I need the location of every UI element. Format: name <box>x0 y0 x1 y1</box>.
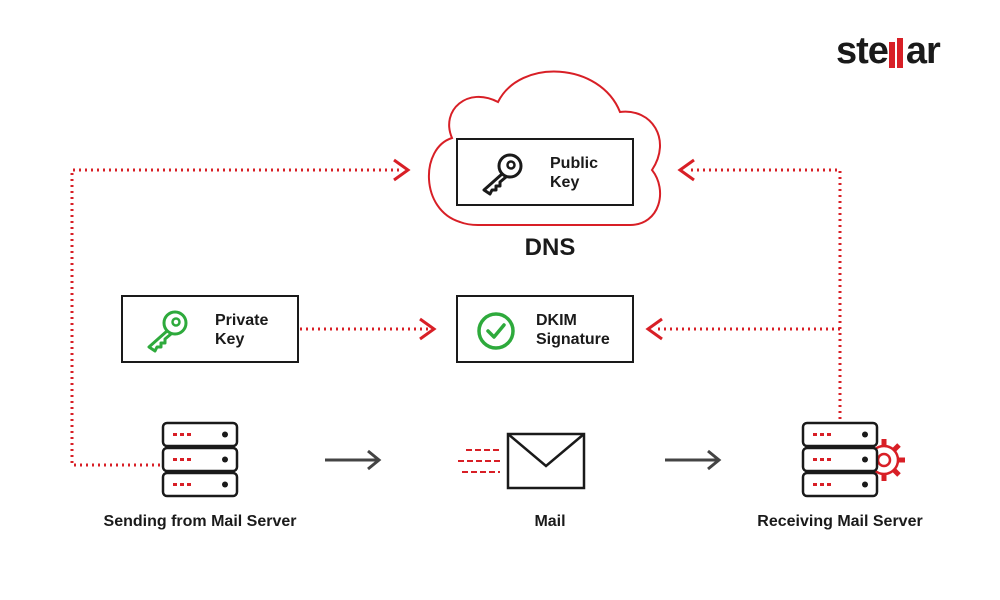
logo-text-end: ar <box>905 30 941 72</box>
private-key-label: Private Key <box>215 312 269 348</box>
receiver-label: Receiving Mail Server <box>757 513 923 530</box>
privatekey-to-dkim-arrowhead <box>419 317 437 341</box>
check-circle-icon <box>477 312 515 350</box>
receiver-to-dns-arrowhead <box>677 158 695 182</box>
key-icon <box>147 310 188 353</box>
envelope-icon <box>458 432 586 490</box>
receiver-to-dns-line <box>688 168 842 425</box>
sender-to-dns-line <box>70 168 400 467</box>
public-key-label: Public Key <box>550 155 599 191</box>
dns-cloud <box>428 70 662 226</box>
mail-label: Mail <box>534 513 566 530</box>
server-icon <box>161 421 239 498</box>
server-gear-icon <box>801 421 905 498</box>
mail-to-receiver-arrowhead <box>707 449 722 471</box>
sender-to-dns-arrowhead <box>393 158 411 182</box>
stellar-logo: ste ar <box>836 30 941 73</box>
dkim-signature-box: DKIM Signature <box>456 295 634 363</box>
private-key-box: Private Key <box>121 295 299 363</box>
dkim-signature-label: DKIM Signature <box>536 312 610 348</box>
receiver-to-dkim-arrowhead <box>645 317 663 341</box>
public-key-box: Public Key <box>456 138 634 206</box>
logo-text-start: ste <box>836 30 889 72</box>
sender-to-mail-arrowhead <box>367 449 382 471</box>
dns-label: DNS <box>524 234 576 261</box>
logo-mark-icon <box>888 36 905 68</box>
sender-label: Sending from Mail Server <box>103 513 297 530</box>
key-icon <box>482 153 523 196</box>
